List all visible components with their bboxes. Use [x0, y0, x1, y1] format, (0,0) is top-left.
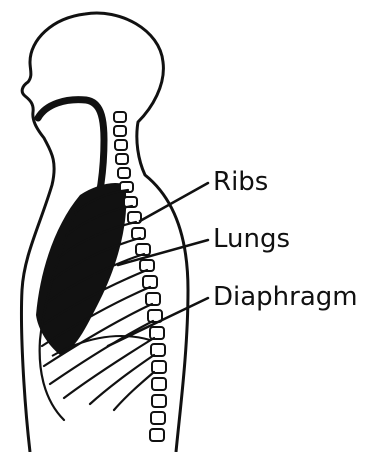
lungs-label: Lungs	[213, 224, 290, 254]
lungs-leader-line	[118, 240, 208, 265]
rib	[114, 372, 154, 410]
ribs-label: Ribs	[213, 167, 268, 197]
diaphragm-label: Diaphragm	[213, 282, 358, 312]
